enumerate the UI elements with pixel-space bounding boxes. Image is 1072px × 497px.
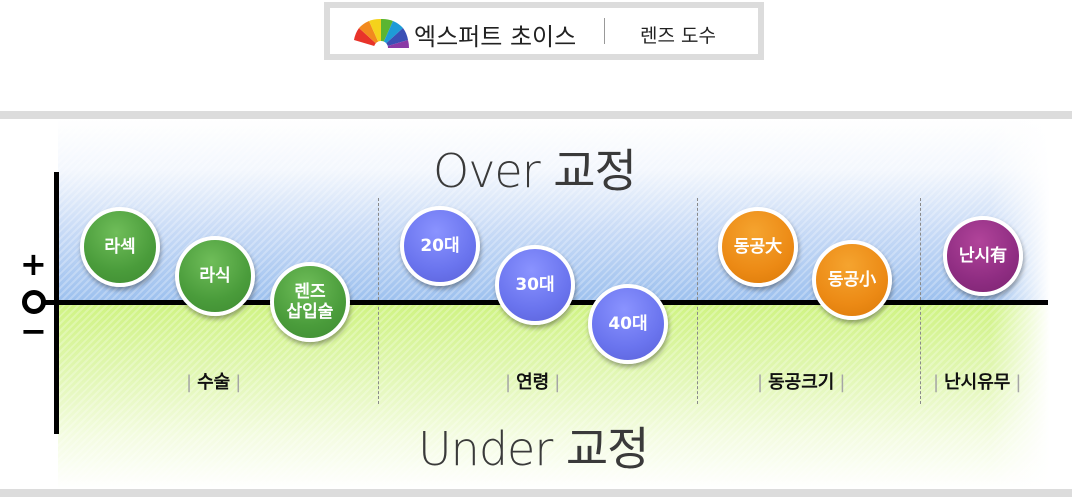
bubble-astigmatism: 난시有 — [943, 216, 1023, 296]
bubble-lasik: 라식 — [175, 236, 255, 316]
zero-marker-icon — [22, 290, 46, 314]
plus-sign: + — [20, 245, 47, 283]
bubble-age-20s: 20대 — [400, 206, 480, 286]
category-label-surgery: |수술| — [186, 372, 242, 393]
bottom-frame-bar — [0, 489, 1072, 497]
category-label-astigmatism: |난시유무| — [933, 372, 1022, 393]
under-correction-label: Under 교정 — [418, 422, 649, 476]
category-label-age: |연령| — [505, 372, 561, 393]
header-tab: 엑스퍼트 초이스 렌즈 도수 — [324, 2, 764, 60]
rainbow-fan-logo-icon — [354, 18, 410, 50]
header-separator — [604, 18, 605, 44]
under-correction-zone — [58, 303, 1050, 489]
over-correction-label: Over 교정 — [433, 144, 637, 198]
minus-sign: − — [20, 312, 47, 350]
bubble-lens-implant: 렌즈 삽입술 — [270, 262, 350, 342]
category-label-pupil-size: |동공크기| — [757, 372, 846, 393]
brand-name: 엑스퍼트 초이스 — [414, 23, 577, 51]
bubble-age-40s: 40대 — [588, 284, 668, 364]
page-title: 렌즈 도수 — [640, 25, 716, 47]
top-frame-bar — [0, 111, 1072, 119]
bubble-age-30s: 30대 — [495, 245, 575, 325]
bubble-lasek: 라섹 — [80, 207, 160, 287]
bubble-pupil-small: 동공小 — [812, 240, 892, 320]
bubble-pupil-large: 동공大 — [718, 207, 798, 287]
